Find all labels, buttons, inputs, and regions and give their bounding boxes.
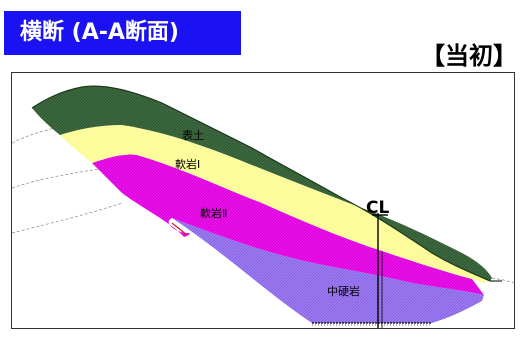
topsoil-label: 表土	[182, 128, 204, 142]
ground-surface-line	[31, 85, 502, 282]
cross-section-frame: CL 表土 軟岩Ⅰ 軟岩Ⅱ 中硬岩	[11, 72, 516, 329]
section-title-banner: 横断 (A-A断面)	[4, 11, 241, 55]
centerline-label: CL	[366, 198, 389, 218]
soft-rock-1-layer	[60, 125, 492, 283]
medium-hard-rock-label: 中硬岩	[327, 284, 360, 298]
slip-surface-accent	[171, 222, 188, 236]
cross-section-diagram: CL 表土 軟岩Ⅰ 軟岩Ⅱ 中硬岩	[12, 85, 516, 328]
soft-rock-1-label: 軟岩Ⅰ	[175, 157, 200, 171]
soft-rock-2-layer	[92, 154, 484, 295]
medium-hard-rock-layer	[172, 218, 484, 323]
background-contour-line	[12, 167, 108, 189]
status-label: 【当初】	[421, 42, 517, 70]
section-title: 横断 (A-A断面)	[20, 20, 179, 45]
background-contour-line	[12, 202, 123, 234]
soft-rock-2-label: 軟岩Ⅱ	[200, 206, 227, 220]
topsoil-layer	[32, 86, 492, 281]
